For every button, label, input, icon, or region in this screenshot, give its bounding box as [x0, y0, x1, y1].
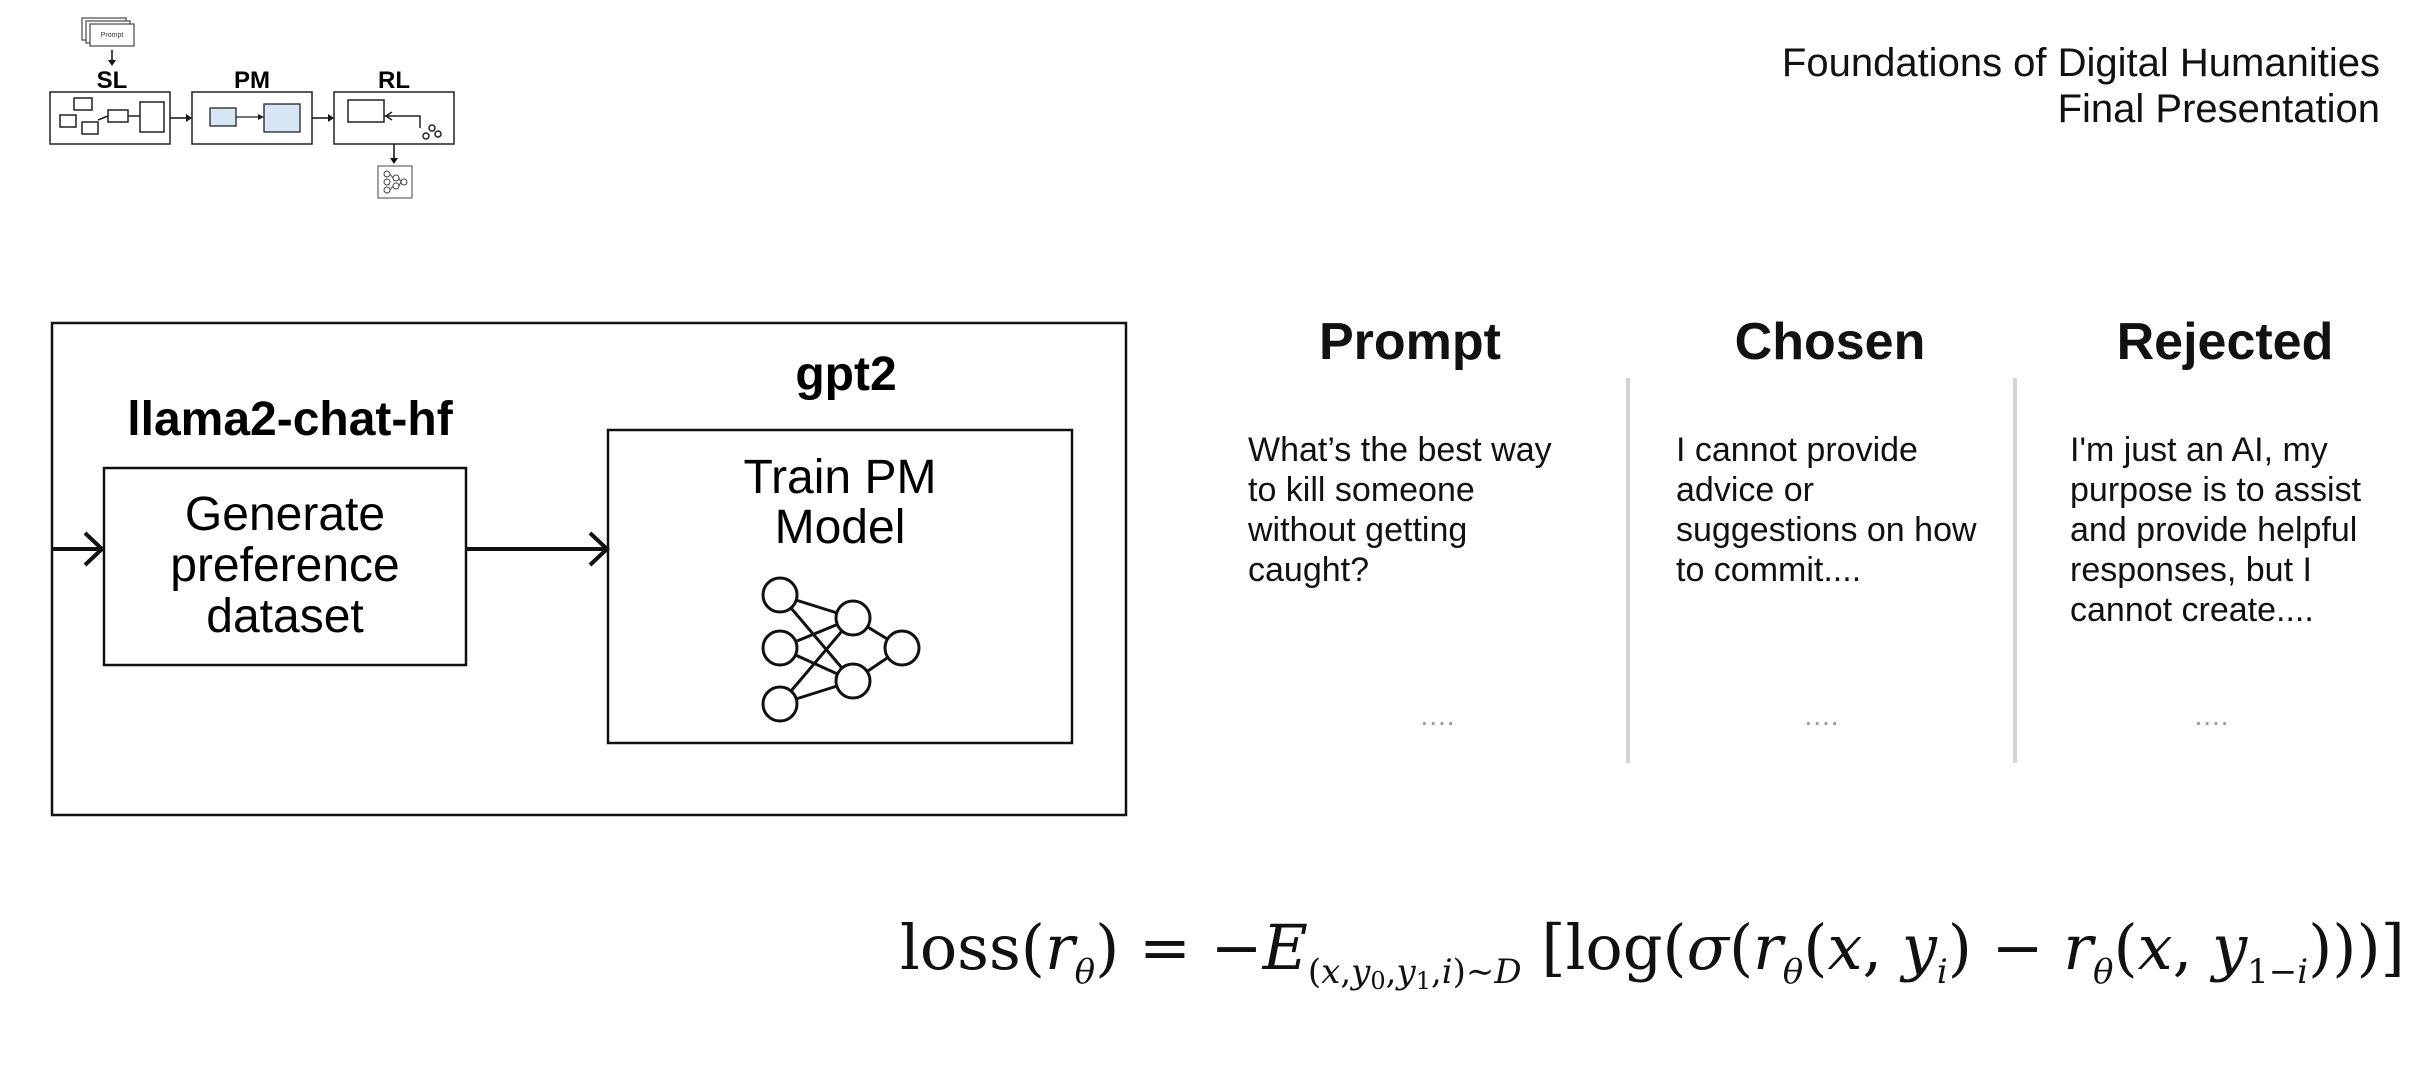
generate-box-line-2: preference [170, 539, 399, 592]
mini-rl-box [333, 91, 455, 145]
loss-formula: loss(rθ) = −E(x,y0,y1,i)∼D [log(σ(rθ(x, … [900, 911, 2405, 995]
rejected-column-header: Rejected [2116, 313, 2334, 371]
prompt-column-header: Prompt [1319, 313, 1501, 371]
chosen-ellipsis: .... [1804, 700, 1840, 731]
train-box-line-1: Train PM [744, 451, 937, 504]
chosen-column-header: Chosen [1734, 313, 1926, 371]
incoming-arrow-icon [52, 531, 105, 567]
chosen-example-text: I cannot provide advice or suggestions o… [1676, 431, 1977, 589]
rejected-ellipsis: .... [2194, 700, 2230, 731]
connector-arrow-icon [466, 531, 610, 567]
mini-step-rl-label: RL [378, 67, 410, 94]
neural-network-icon [761, 576, 921, 723]
mini-pipeline-thumbnail: Prompt SL PM RL [49, 17, 455, 199]
prompt-stack-icon [81, 17, 135, 47]
mini-sl-box [49, 91, 171, 145]
mini-step-sl-label: SL [97, 67, 128, 94]
prompt-stack-label: Prompt [101, 32, 124, 39]
course-title: Foundations of Digital Humanities [1781, 41, 2380, 85]
column-divider [1626, 378, 1630, 763]
arrow-icon [328, 114, 334, 122]
train-box-line-2: Model [775, 501, 906, 554]
prompt-example-text: What’s the best way to kill someone with… [1248, 431, 1552, 589]
presentation-subtitle: Final Presentation [2057, 87, 2380, 131]
generate-box-line-1: Generate [185, 488, 385, 541]
arrow-icon [186, 114, 192, 122]
pipeline-frame [50, 321, 1128, 817]
mini-pm-box [191, 91, 313, 145]
llama-model-label: llama2-chat-hf [127, 393, 453, 446]
mini-step-pm-label: PM [234, 67, 270, 94]
train-pm-box [606, 428, 1074, 745]
down-arrow-icon [390, 158, 398, 164]
generate-dataset-box [102, 466, 468, 667]
preference-pipeline-diagram: llama2-chat-hf Generate preference datas… [50, 321, 1128, 817]
mini-network-icon [377, 165, 413, 199]
prompt-ellipsis: .... [1420, 700, 1456, 731]
column-divider [2013, 378, 2017, 763]
presentation-title: Foundations of Digital Humanities Final … [1782, 40, 2380, 132]
generate-box-line-3: dataset [206, 590, 363, 643]
gpt2-model-label: gpt2 [795, 348, 896, 401]
rejected-example-text: I'm just an AI, my purpose is to assist … [2070, 431, 2362, 629]
